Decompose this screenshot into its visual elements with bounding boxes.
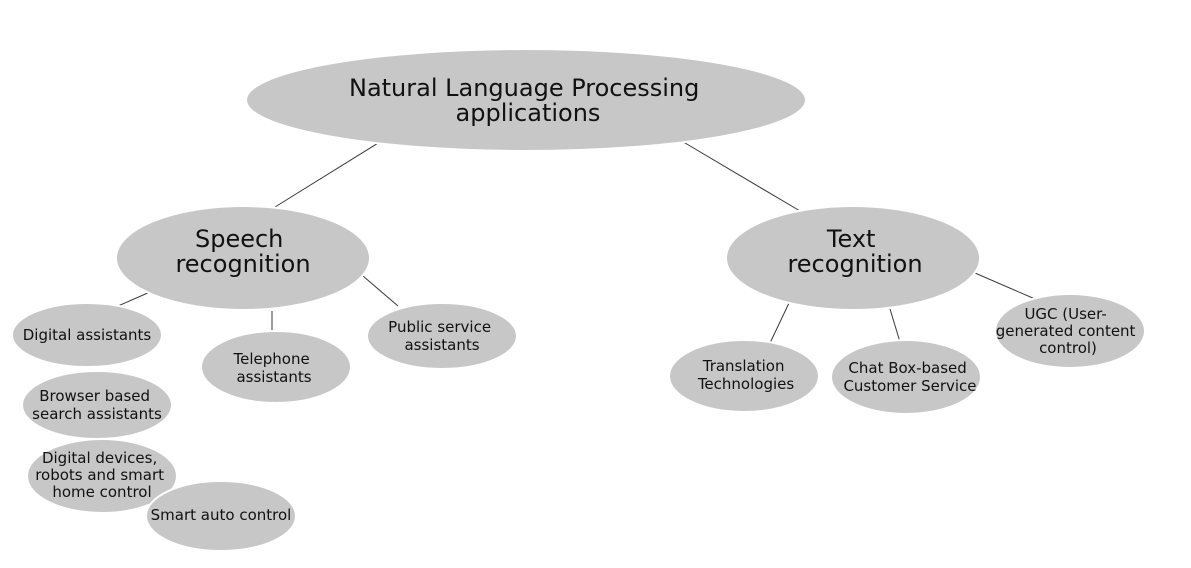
text-recognition-node: Text recognition bbox=[725, 205, 981, 311]
ugc-node: UGC (User- generated content control) bbox=[994, 293, 1146, 369]
digital-assistants-node: Digital assistants bbox=[11, 302, 163, 368]
speech-recognition-label: Speech recognition bbox=[175, 225, 310, 278]
edge-text-ugc bbox=[974, 272, 1036, 300]
browser-search-assistants-node: Browser based search assistants bbox=[21, 370, 173, 440]
digital-assistants-label: Digital assistants bbox=[23, 326, 152, 344]
smart-auto-control-label: Smart auto control bbox=[151, 506, 292, 524]
edge-root-speech bbox=[274, 139, 384, 208]
telephone-assistants-label: Telephone assistants bbox=[233, 350, 315, 386]
smart-auto-control-node: Smart auto control bbox=[145, 480, 297, 552]
chat-box-customer-service-label: Chat Box-based Customer Service bbox=[843, 359, 976, 395]
edge-text-translation bbox=[769, 302, 790, 344]
edge-speech-public-service bbox=[362, 275, 399, 307]
root-label: Natural Language Processing applications bbox=[349, 74, 707, 127]
digital-devices-label: Digital devices, robots and smart home c… bbox=[35, 449, 169, 501]
digital-devices-node: Digital devices, robots and smart home c… bbox=[26, 438, 178, 514]
edge-speech-digital-assistants bbox=[117, 291, 151, 307]
root-node: Natural Language Processing applications bbox=[245, 48, 807, 152]
translation-technologies-node: Translation Technologies bbox=[668, 339, 820, 413]
chat-box-customer-service-node: Chat Box-based Customer Service bbox=[830, 339, 982, 415]
public-service-assistants-label: Public service assistants bbox=[388, 318, 496, 354]
ugc-label: UGC (User- generated content control) bbox=[996, 305, 1140, 357]
speech-recognition-node: Speech recognition bbox=[115, 205, 371, 311]
public-service-assistants-node: Public service assistants bbox=[366, 302, 518, 370]
browser-search-assistants-label: Browser based search assistants bbox=[32, 387, 162, 423]
translation-technologies-label: Translation Technologies bbox=[697, 357, 795, 393]
edge-root-text bbox=[679, 139, 801, 212]
telephone-assistants-node: Telephone assistants bbox=[200, 330, 352, 404]
edge-text-chat-box bbox=[889, 308, 901, 343]
text-recognition-label: Text recognition bbox=[787, 225, 922, 278]
